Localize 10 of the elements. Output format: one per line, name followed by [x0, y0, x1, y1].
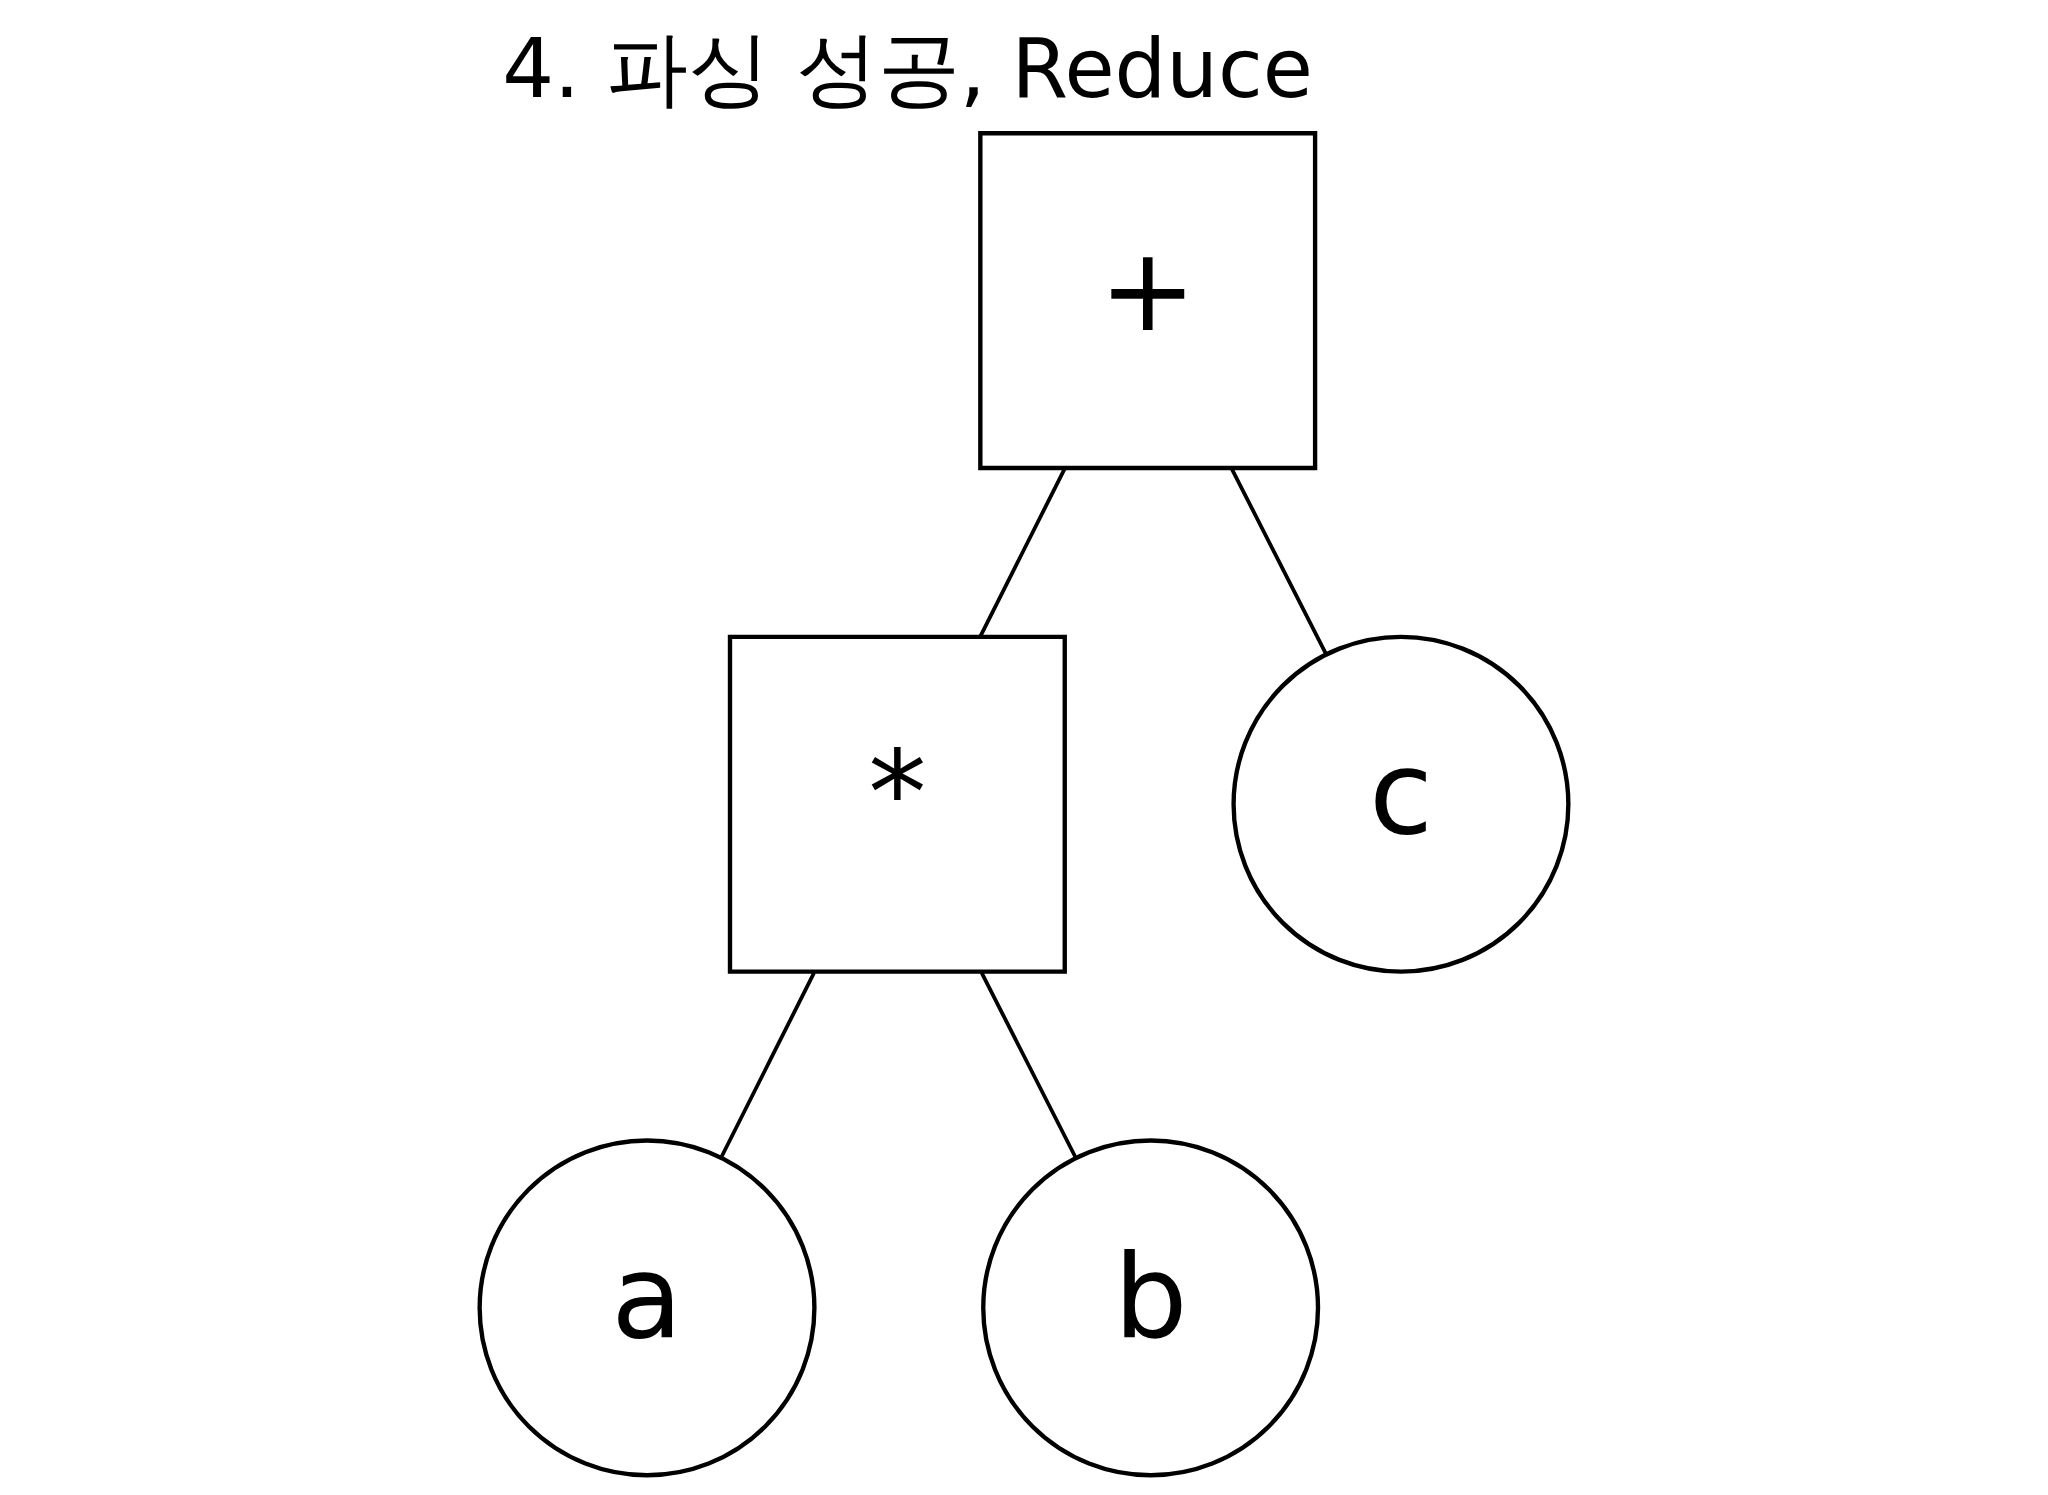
connector — [980, 972, 1078, 1159]
node-circle: c — [1231, 634, 1571, 974]
connector — [978, 468, 1067, 638]
connector — [1230, 468, 1328, 655]
node-box: * — [727, 634, 1067, 974]
node-box: + — [978, 131, 1318, 471]
node-circle: b — [981, 1138, 1321, 1478]
diagram-title: 4. 파싱 성공, Reduce — [502, 20, 1313, 116]
node-circle: a — [477, 1138, 817, 1478]
connector — [719, 972, 816, 1159]
